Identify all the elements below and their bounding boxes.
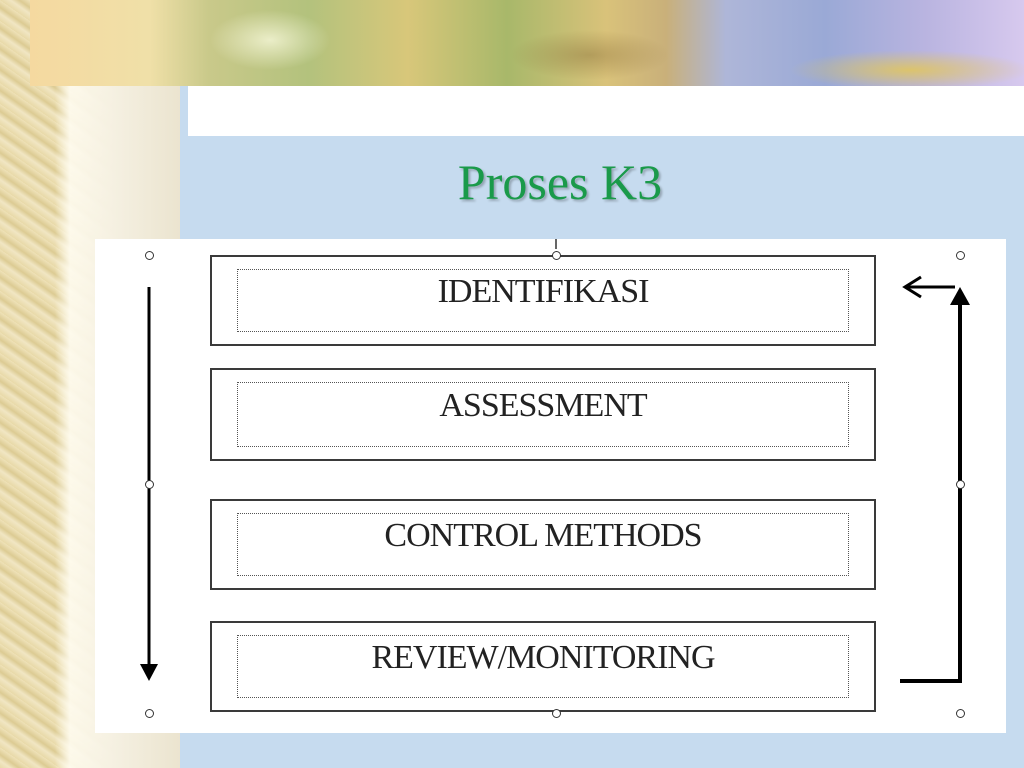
step-label-identifikasi: IDENTIFIKASI	[437, 272, 650, 310]
step-inner-frame: CONTROL METHODS	[237, 513, 849, 576]
step-inner-frame: IDENTIFIKASI	[237, 269, 849, 332]
step-label-review-monitoring: REVIEW/MONITORING	[371, 638, 715, 676]
step-box-control-methods: CONTROL METHODS	[210, 499, 876, 590]
selection-handle[interactable]	[956, 709, 965, 718]
selection-handle[interactable]	[145, 709, 154, 718]
down-arrow-head	[140, 664, 158, 681]
step-label-assessment: ASSESSMENT	[439, 386, 647, 424]
selection-handle[interactable]	[956, 480, 965, 489]
selection-handle[interactable]	[552, 709, 561, 718]
step-box-identifikasi: IDENTIFIKASI	[210, 255, 876, 346]
step-box-assessment: ASSESSMENT	[210, 368, 876, 461]
selection-handle[interactable]	[145, 480, 154, 489]
slide-title: Proses K3	[457, 154, 663, 210]
selection-handle[interactable]	[552, 251, 561, 260]
step-box-review-monitoring: REVIEW/MONITORING	[210, 621, 876, 712]
feedback-arrow-head	[950, 287, 970, 305]
process-diagram[interactable]: IDENTIFIKASI ASSESSMENT CONTROL METHODS …	[95, 239, 1006, 733]
selection-handle[interactable]	[145, 251, 154, 260]
step-label-control-methods: CONTROL METHODS	[384, 516, 702, 554]
header-white-band	[188, 86, 1024, 136]
banner-decoration	[30, 0, 1024, 86]
step-inner-frame: REVIEW/MONITORING	[237, 635, 849, 698]
step-inner-frame: ASSESSMENT	[237, 382, 849, 447]
return-arrow-head	[902, 275, 922, 299]
selection-handle[interactable]	[956, 251, 965, 260]
feedback-arrow-line	[900, 301, 962, 683]
flow-arrows	[140, 239, 970, 683]
